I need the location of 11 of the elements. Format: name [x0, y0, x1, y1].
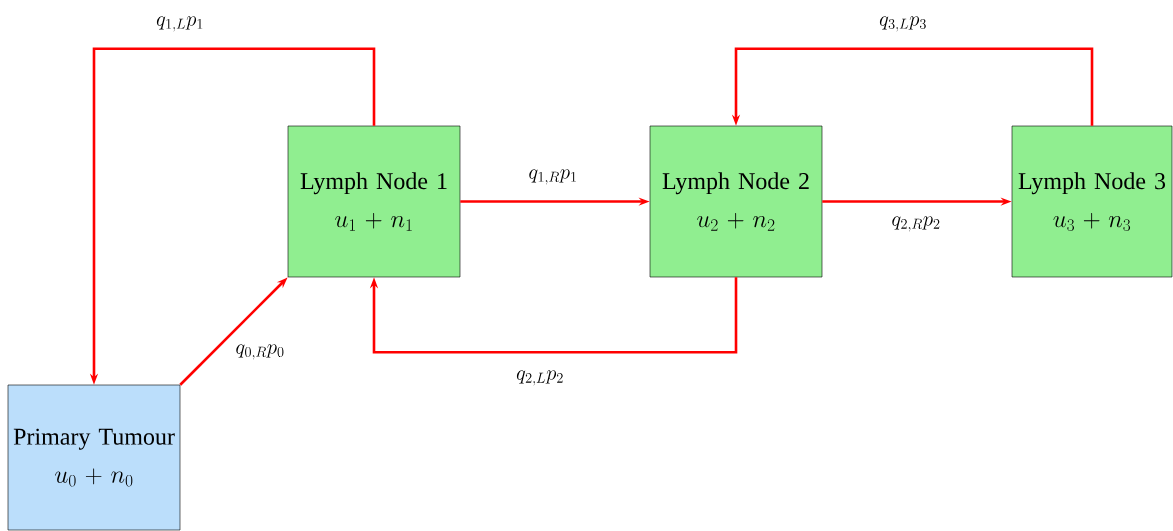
lymph-node-box: Lymph Node 3 $u_{3} + n_{3}$: [1011, 125, 1173, 278]
edge-label: $q_{3,L}p_{3}$: [878, 15, 928, 33]
lymph-node-box: Lymph Node 2 $u_{2} + n_{2}$: [649, 125, 823, 278]
lymph-node-box: Lymph Node 1 $u_{1} + n_{1}$: [287, 125, 461, 278]
edge-label: $q_{2,L}p_{2}$: [515, 369, 565, 387]
edge-label: $q_{1,L}p_{1}$: [155, 15, 205, 33]
arrow: [369, 277, 738, 354]
edge-label: $q_{2,R}p_{2}$: [890, 215, 942, 233]
edge-label: $q_{0,R}p_{0}$: [234, 343, 286, 361]
tumour-box: Primary Tumour $u_{0} + n_{0}$: [7, 384, 181, 531]
edge-label: $q_{1,R}p_{1}$: [527, 168, 579, 186]
